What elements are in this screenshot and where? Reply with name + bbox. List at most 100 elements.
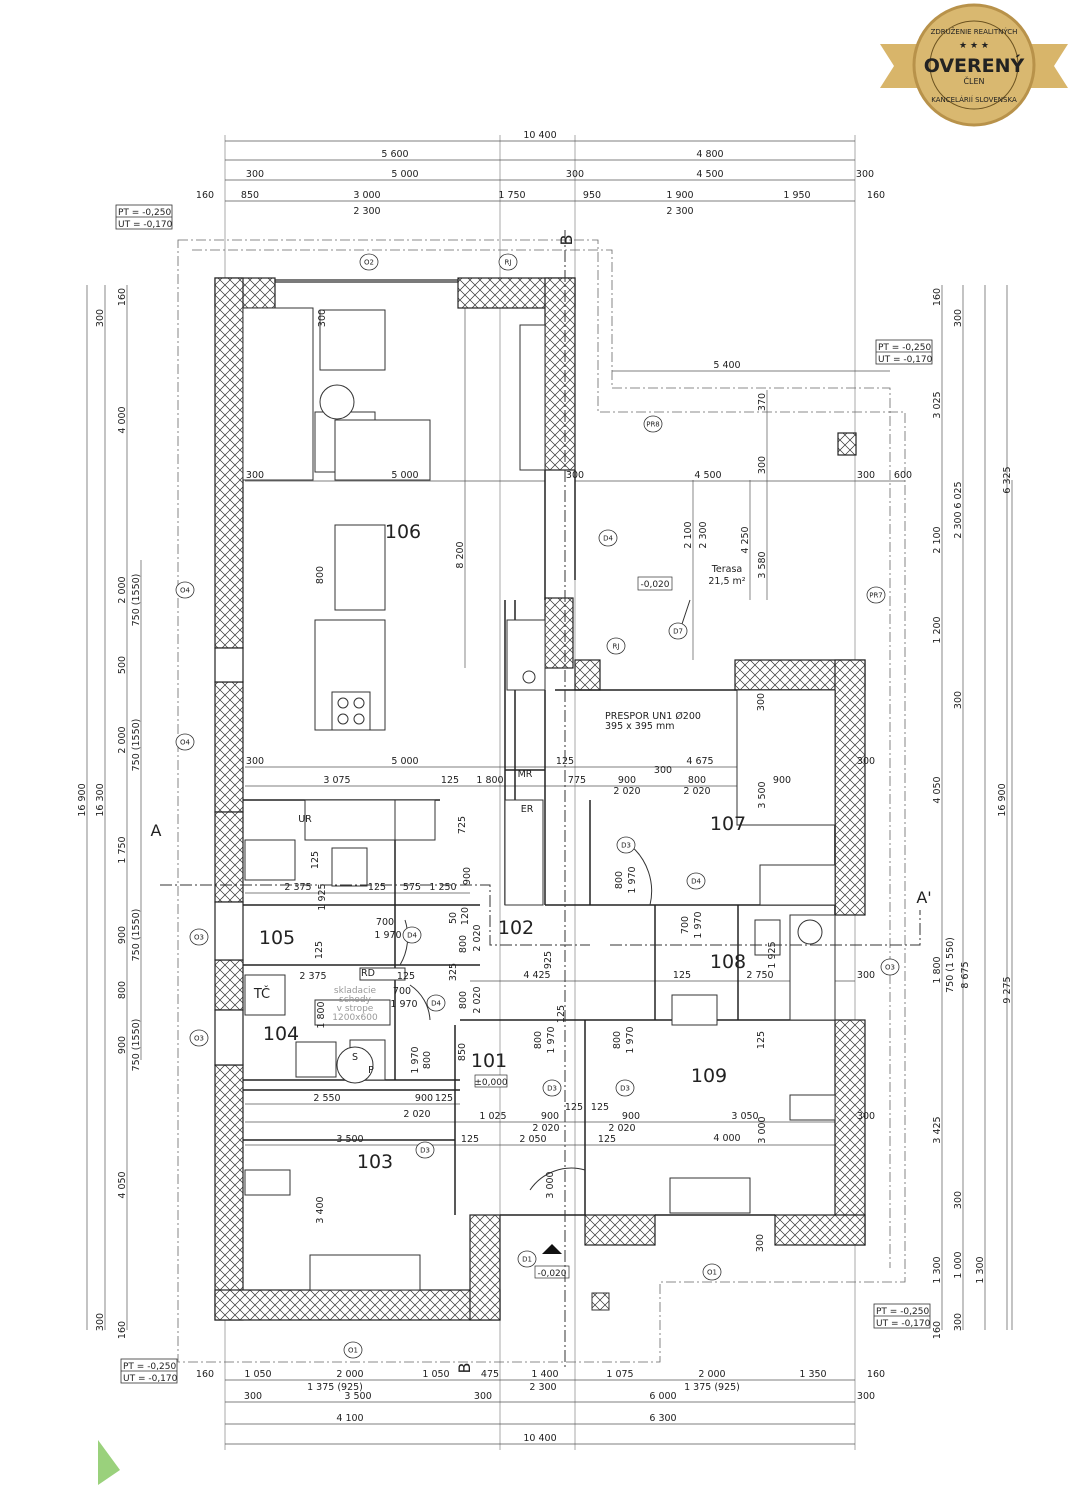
dimension-label: 1 800 xyxy=(316,1001,327,1028)
dimension-label: 3 000 xyxy=(545,1171,556,1198)
dimension-label: 750 (1550) xyxy=(131,1019,142,1072)
tag-o4: O4 xyxy=(175,733,195,751)
dimension-label: 1 800 xyxy=(476,775,503,786)
dimension-label: 125 xyxy=(441,775,459,786)
tag-label: D1 xyxy=(522,1256,532,1264)
dimension-label: 1 375 (925) xyxy=(684,1382,740,1393)
dimension-label: 1 925 xyxy=(767,941,778,968)
dimension-label: 900 xyxy=(618,775,636,786)
dimension-label: 8 675 xyxy=(960,961,971,988)
dimension-label: 5 400 xyxy=(713,360,740,371)
tag-label: PR7 xyxy=(869,592,883,600)
dimension-label: 2 020 xyxy=(403,1109,430,1120)
dimension-label: 2 000 xyxy=(336,1369,363,1380)
dimension-label: 800 xyxy=(614,871,625,889)
dimension-label: 300 xyxy=(856,169,874,180)
terrace-label: Terasa xyxy=(711,564,743,575)
dimension-label: 4 675 xyxy=(686,756,713,767)
dimension-label: 3 000 xyxy=(757,1116,768,1143)
dimension-label: 160 xyxy=(867,190,885,201)
tag-label: O1 xyxy=(707,1269,717,1277)
dimension-label: 125 xyxy=(397,971,415,982)
dimension-label: 4 100 xyxy=(336,1413,363,1424)
tag-label: D3 xyxy=(620,1085,630,1093)
dimension-label: 900 xyxy=(622,1111,640,1122)
dimension-label: 125 xyxy=(565,1102,583,1113)
dimension-label: 125 xyxy=(461,1134,479,1145)
terrace-area: 21,5 m² xyxy=(708,576,745,587)
dimension-label: 300 xyxy=(953,309,964,327)
dimension-label: 1 400 xyxy=(531,1369,558,1380)
dimension-label: 1 970 xyxy=(627,866,638,893)
dimension-label: 950 xyxy=(583,190,601,201)
dimension-label: 900 xyxy=(541,1111,559,1122)
dimension-label: 1 200 xyxy=(932,616,943,643)
level-pt: PT = -0,250 xyxy=(123,1362,176,1372)
dimension-label: 900 xyxy=(117,1036,128,1054)
dimension-label: 125 xyxy=(556,1005,567,1023)
room-number-108: 108 xyxy=(710,951,746,973)
dimension-label: 1 300 xyxy=(975,1256,986,1283)
dimension-label: 1 800 xyxy=(932,956,943,983)
dimension-label: 2 020 xyxy=(608,1123,635,1134)
dimension-label: 125 xyxy=(368,882,386,893)
floor-level-entry: ±0,000 xyxy=(474,1078,508,1088)
tag-d3: D3 xyxy=(615,1079,635,1097)
dimension-label: 125 xyxy=(591,1102,609,1113)
dimension-label: 5 000 xyxy=(391,470,418,481)
dimension-label: 160 xyxy=(196,190,214,201)
tag-label: O2 xyxy=(364,259,374,267)
plan-note: MR xyxy=(518,769,533,780)
floor-level-entrance: -0,020 xyxy=(537,1269,566,1279)
dimension-label: 300 xyxy=(95,309,106,327)
dimension-label: 2 100 xyxy=(932,526,943,553)
dimension-label: 1 970 xyxy=(546,1026,557,1053)
tag-o3: O3 xyxy=(189,928,209,946)
dimension-label: 300 xyxy=(757,456,768,474)
dimension-label: 800 xyxy=(422,1051,433,1069)
plan-note: ER xyxy=(521,804,534,815)
dimension-label: 6 000 xyxy=(649,1391,676,1402)
dimension-label: 3 425 xyxy=(932,1116,943,1143)
dimension-label: 850 xyxy=(457,1043,468,1061)
dimension-label: 160 xyxy=(932,1321,943,1339)
dimension-label: 700 xyxy=(393,986,411,997)
room-number-104: 104 xyxy=(263,1023,299,1045)
dimension-label: 1 950 xyxy=(783,190,810,201)
dimension-label: 4 050 xyxy=(117,1171,128,1198)
dimension-label: 300 xyxy=(474,1391,492,1402)
dimension-label: 300 xyxy=(857,1111,875,1122)
dimension-label: 800 xyxy=(688,775,706,786)
plan-note: 395 x 395 mm xyxy=(605,721,674,732)
dimension-label: 160 xyxy=(196,1369,214,1380)
dimension-label: 2 020 xyxy=(683,786,710,797)
dimension-label: 800 xyxy=(315,566,326,584)
dimension-label: 160 xyxy=(932,288,943,306)
dimension-label: 4 500 xyxy=(696,169,723,180)
dimension-label: 125 xyxy=(310,851,321,869)
tag-label: RJ xyxy=(505,259,512,267)
dimension-label: 3 025 xyxy=(932,391,943,418)
badge-stars-icon: ★ ★ ★ xyxy=(959,41,989,51)
dimension-label: 4 500 xyxy=(694,470,721,481)
level-ut: UT = -0,170 xyxy=(123,1374,178,1384)
dimension-label: 800 xyxy=(117,981,128,999)
dimension-label: 300 xyxy=(857,470,875,481)
furniture xyxy=(242,307,836,1311)
dimension-label: 3 500 xyxy=(757,781,768,808)
tag-d7: D7 xyxy=(668,622,688,640)
dimension-label: 800 xyxy=(458,991,469,1009)
tag-d1: D1 xyxy=(517,1250,537,1268)
outline-dashed xyxy=(177,239,906,1363)
tag-pr7: PR7 xyxy=(866,586,886,604)
dimension-label: 50 xyxy=(448,912,459,924)
level-pt: PT = -0,250 xyxy=(878,343,931,353)
dimension-label: 1 375 (925) xyxy=(307,1382,363,1393)
badge-bottom-text: KANCELÁRIÍ SLOVENSKA xyxy=(931,95,1017,104)
dimension-label: 1 025 xyxy=(479,1111,506,1122)
dimension-label: 4 000 xyxy=(713,1133,740,1144)
dimension-label: 300 xyxy=(246,756,264,767)
dimension-label: 300 xyxy=(317,309,328,327)
plan-note: S xyxy=(352,1052,358,1063)
dimension-label: 120 xyxy=(460,907,471,925)
